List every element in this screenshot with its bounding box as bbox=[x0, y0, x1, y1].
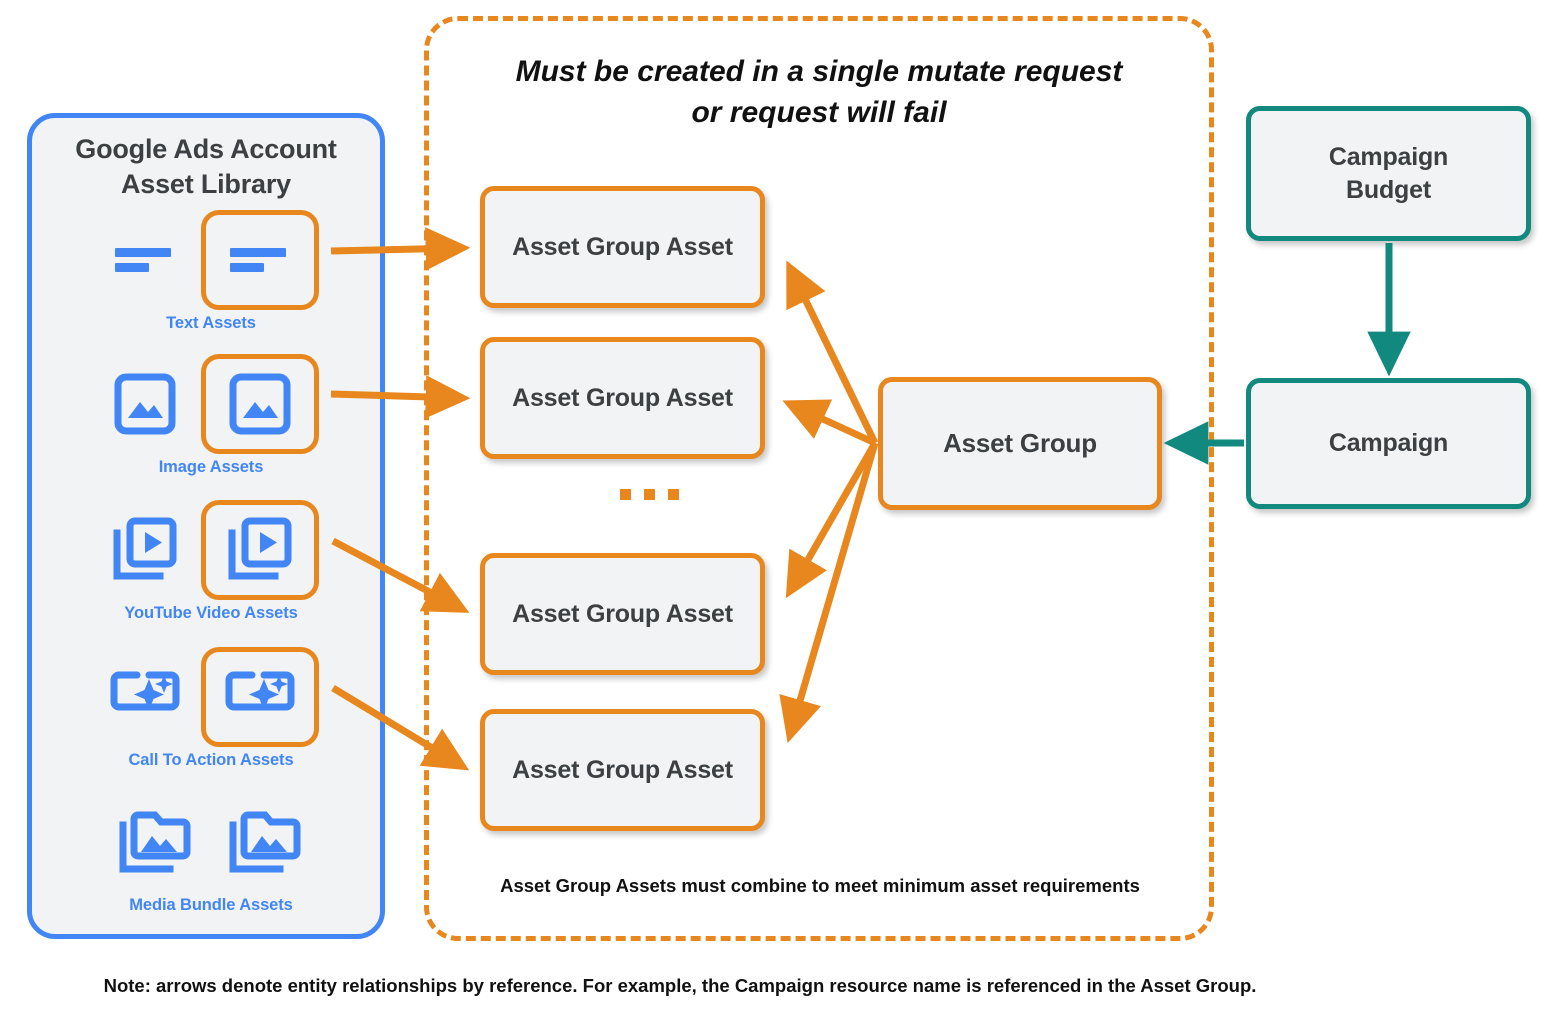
asset-library-title-line2: Asset Library bbox=[121, 168, 291, 199]
asset-caption-youtube: YouTube Video Assets bbox=[124, 604, 298, 622]
minimum-asset-requirements-note: Asset Group Assets must combine to meet … bbox=[500, 875, 1140, 896]
text-asset-glyph bbox=[230, 248, 286, 272]
youtube-video-asset-icon-selected[interactable] bbox=[201, 500, 319, 600]
media-bundle-asset-glyph bbox=[229, 811, 301, 873]
asset-library-title: Google Ads Account Asset Library bbox=[32, 132, 380, 201]
mutate-request-container bbox=[424, 16, 1214, 941]
asset-icons-cta bbox=[32, 645, 390, 749]
call-to-action-asset-icon-selected[interactable] bbox=[201, 647, 319, 747]
call-to-action-asset-glyph bbox=[225, 671, 295, 711]
media-bundle-asset-glyph bbox=[119, 811, 191, 873]
campaign-budget-label-line2: Budget bbox=[1346, 175, 1431, 204]
image-asset-glyph bbox=[114, 373, 176, 435]
asset-row-media-bundle: Media Bundle Assets bbox=[32, 790, 390, 930]
campaign-node[interactable]: Campaign bbox=[1246, 378, 1531, 509]
text-asset-icon-selected[interactable] bbox=[201, 210, 319, 310]
asset-library-title-line1: Google Ads Account bbox=[75, 134, 337, 164]
asset-group-asset-node-2[interactable]: Asset Group Asset bbox=[480, 553, 765, 675]
asset-row-cta: Call To Action Assets bbox=[32, 645, 390, 785]
asset-group-assets-ellipsis bbox=[620, 489, 679, 500]
asset-group-label: Asset Group bbox=[943, 428, 1097, 459]
asset-caption-image: Image Assets bbox=[158, 458, 264, 476]
image-asset-glyph bbox=[229, 373, 291, 435]
media-bundle-asset-icon bbox=[114, 800, 198, 884]
asset-icons-image bbox=[32, 352, 390, 456]
ellipsis-dot bbox=[644, 489, 655, 500]
asset-icons-media-bundle bbox=[32, 790, 390, 894]
image-asset-icon bbox=[103, 362, 187, 446]
mutate-requirement-heading: Must be created in a single mutate reque… bbox=[448, 52, 1190, 133]
call-to-action-asset-glyph bbox=[110, 671, 180, 711]
asset-group-asset-node-1[interactable]: Asset Group Asset bbox=[480, 337, 765, 459]
asset-library-panel: Google Ads Account Asset Library bbox=[27, 113, 385, 939]
asset-caption-text: Text Assets bbox=[166, 314, 256, 332]
mutate-heading-line2: or request will fail bbox=[691, 95, 947, 129]
mutate-heading-line1: Must be created in a single mutate reque… bbox=[515, 55, 1123, 88]
asset-icons-text bbox=[32, 208, 390, 312]
ellipsis-dot bbox=[620, 489, 631, 500]
campaign-label: Campaign bbox=[1328, 429, 1449, 457]
image-asset-icon-selected[interactable] bbox=[201, 354, 319, 454]
campaign-budget-node[interactable]: Campaign Budget bbox=[1246, 106, 1531, 241]
youtube-video-asset-icon bbox=[103, 508, 187, 592]
asset-icons-youtube bbox=[32, 498, 390, 602]
asset-group-node[interactable]: Asset Group bbox=[878, 377, 1162, 510]
footer-note: Note: arrows denote entity relationships… bbox=[103, 975, 1257, 996]
asset-row-text: Text Assets bbox=[32, 208, 390, 348]
asset-group-asset-label: Asset Group Asset bbox=[512, 755, 733, 784]
asset-group-asset-node-3[interactable]: Asset Group Asset bbox=[480, 709, 765, 831]
media-bundle-asset-icon-2 bbox=[224, 800, 308, 884]
asset-group-asset-label: Asset Group Asset bbox=[512, 599, 733, 628]
asset-group-asset-label: Asset Group Asset bbox=[512, 383, 733, 412]
asset-caption-media-bundle: Media Bundle Assets bbox=[129, 896, 293, 914]
asset-group-asset-label: Asset Group Asset bbox=[512, 232, 733, 261]
text-asset-glyph bbox=[115, 248, 171, 272]
asset-caption-cta: Call To Action Assets bbox=[128, 751, 294, 769]
text-asset-icon bbox=[103, 218, 187, 302]
asset-row-image: Image Assets bbox=[32, 352, 390, 492]
campaign-budget-label-line1: Campaign bbox=[1328, 142, 1449, 171]
campaign-budget-label: Campaign Budget bbox=[1321, 141, 1456, 207]
ellipsis-dot bbox=[668, 489, 679, 500]
call-to-action-asset-icon bbox=[103, 655, 187, 739]
youtube-video-asset-glyph bbox=[113, 517, 177, 580]
asset-row-youtube: YouTube Video Assets bbox=[32, 498, 390, 638]
asset-group-asset-node-0[interactable]: Asset Group Asset bbox=[480, 186, 765, 308]
youtube-video-asset-glyph bbox=[228, 517, 292, 580]
